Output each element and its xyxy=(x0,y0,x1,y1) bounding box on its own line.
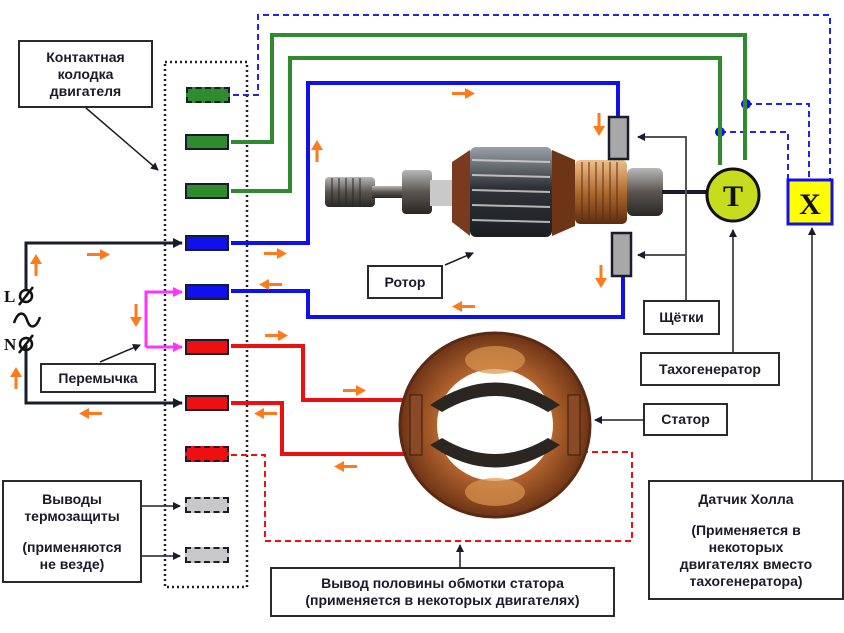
current-arrow-up xyxy=(30,254,42,276)
half-winding-wire xyxy=(231,451,633,542)
tacho-terminal-2 xyxy=(185,183,229,199)
current-arrow-left xyxy=(79,408,102,419)
label-line: некоторых xyxy=(708,538,784,555)
current-arrow-left xyxy=(452,301,475,312)
label-line: тахогенератора) xyxy=(689,572,803,589)
current-arrows xyxy=(10,88,607,472)
current-arrow-left xyxy=(254,408,277,419)
label-line: двигателях вместо xyxy=(679,555,813,572)
label-line: Тахогенератор xyxy=(659,360,761,377)
current-arrow-down xyxy=(593,113,605,136)
jumper-wire xyxy=(144,287,183,352)
tachogenerator-label: Тахогенератор xyxy=(640,352,780,386)
current-arrow-left xyxy=(334,461,357,472)
stator-terminal-2 xyxy=(185,395,229,411)
brushes-pointer xyxy=(637,133,687,300)
rotor-image xyxy=(325,147,708,237)
label-line: (Применяется в xyxy=(691,521,801,538)
stator-wires xyxy=(231,344,418,456)
label-line: (применяются xyxy=(22,538,122,555)
tacho-wires xyxy=(231,33,747,193)
label-line: Перемычка xyxy=(58,369,138,386)
label-line: не везде) xyxy=(39,555,105,572)
current-arrow-right xyxy=(265,330,288,341)
brush-bottom xyxy=(610,231,633,278)
hall-symbol-text: X xyxy=(799,188,821,221)
phase-label: L xyxy=(4,287,15,306)
brushes-label: Щётки xyxy=(643,300,720,335)
rotor-label: Ротор xyxy=(367,265,443,299)
label-line: Щётки xyxy=(659,309,704,325)
label-line: Вывод половины обмотки статора xyxy=(321,575,564,591)
thermal-terminal-1 xyxy=(185,497,229,513)
label-line: Статор xyxy=(661,411,710,427)
terminal-block-outline xyxy=(163,60,249,589)
tacho-symbol-text: T xyxy=(723,180,743,213)
current-arrow-right xyxy=(452,88,475,99)
label-line: (применяется в некоторых двигателях) xyxy=(305,592,580,608)
label-line: двигателя xyxy=(49,82,122,99)
tachogenerator-symbol xyxy=(705,167,761,223)
label-line: Ротор xyxy=(384,273,426,290)
hall-sensor-terminal xyxy=(186,87,230,103)
current-arrow-right xyxy=(87,249,110,260)
rotor-terminal-2 xyxy=(185,284,229,300)
supply-wires xyxy=(24,238,183,408)
thermal-terminal-2 xyxy=(185,547,229,563)
hall-sensor-wiring xyxy=(233,14,831,180)
stator-image xyxy=(398,331,592,519)
stator-half-terminal xyxy=(185,446,229,462)
current-arrow-left xyxy=(259,279,282,290)
current-arrow-down xyxy=(595,265,607,288)
current-arrow-right xyxy=(343,385,366,396)
jumper-label: Перемычка xyxy=(40,363,156,393)
label-line: Выводы xyxy=(42,490,102,507)
thermal-protection-label: Выводы термозащиты (применяются не везде… xyxy=(2,480,142,583)
label-line: Контактная xyxy=(46,48,125,65)
supply-terminal-l xyxy=(18,286,34,306)
terminal-block-label: Контактная колодка двигателя xyxy=(18,40,153,108)
ac-symbol-icon xyxy=(12,312,42,328)
current-arrow-up xyxy=(10,367,22,389)
neutral-label: N xyxy=(4,335,17,354)
hall-sensor-label: Датчик Холла (Применяется в некоторых дв… xyxy=(648,480,844,600)
current-arrow-down xyxy=(130,304,142,327)
supply-terminal-n xyxy=(18,334,34,354)
label-line: Датчик Холла xyxy=(698,490,794,507)
label-line: термозащиты xyxy=(24,507,120,524)
current-arrow-right xyxy=(264,248,287,259)
rotor-terminal-1 xyxy=(185,235,229,251)
half-winding-label: Вывод половины обмотки статора (применяе… xyxy=(270,567,615,617)
stator-terminal-1 xyxy=(185,339,229,355)
jumper-pointer xyxy=(99,344,141,363)
terminal-block-pointer xyxy=(85,107,159,171)
tacho-terminal-1 xyxy=(185,134,229,150)
rotor-wires xyxy=(231,81,625,319)
stator-label: Статор xyxy=(643,403,728,436)
brush-top xyxy=(607,115,630,161)
rotor-pointer xyxy=(444,252,474,266)
label-line: колодка xyxy=(57,65,114,82)
hall-sensor-symbol xyxy=(786,178,834,226)
current-arrow-up xyxy=(311,140,323,162)
